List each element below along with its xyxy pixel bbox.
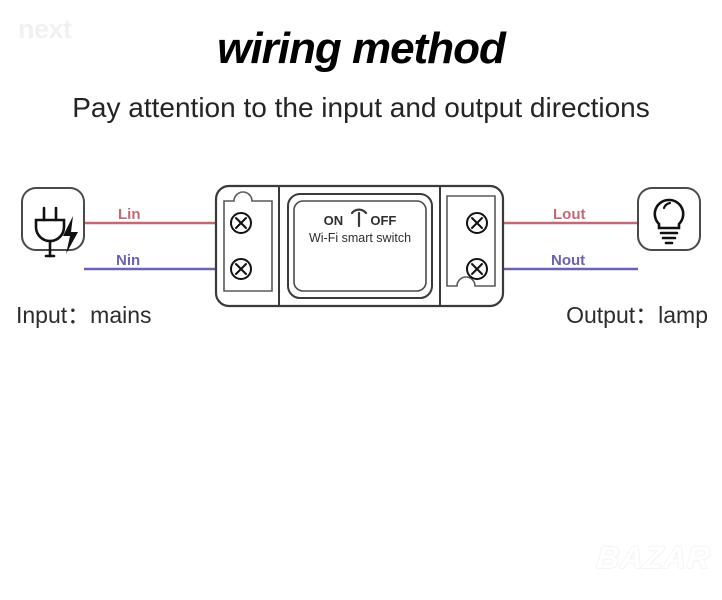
wifi-antenna-icon (350, 208, 368, 228)
light-bulb-icon (637, 187, 701, 251)
power-plug-icon (21, 187, 85, 258)
output-neutral-terminal (466, 258, 488, 280)
device-model-label: Wi-Fi smart switch (308, 231, 412, 245)
page-subtitle: Pay attention to the input and output di… (72, 92, 650, 123)
page-title: wiring method (217, 24, 506, 73)
wifi-smart-switch (214, 184, 505, 308)
input-neutral-terminal (230, 258, 252, 280)
wire-label-lin: Lin (118, 206, 141, 223)
device-state-off: OFF (370, 213, 397, 228)
device-state-on: ON (323, 213, 344, 228)
next-watermark: next (18, 14, 72, 44)
wire-label-lout: Lout (553, 206, 586, 223)
wiring-diagram: ON OFF Wi-Fi smart switch Lin Nin Lout N… (0, 170, 722, 345)
output-live-terminal (466, 212, 488, 234)
input-caption: Input：mains (16, 302, 152, 328)
input-live-terminal (230, 212, 252, 234)
bazar-watermark: BAZAR (595, 540, 712, 575)
device-faceplate-inner (293, 200, 427, 292)
lightning-bolt-icon (63, 216, 78, 254)
wire-label-nout: Nout (551, 252, 586, 269)
output-caption: Output：lamp (566, 302, 708, 328)
wire-label-nin: Nin (116, 252, 141, 269)
wiring-diagram-canvas (21, 184, 701, 308)
